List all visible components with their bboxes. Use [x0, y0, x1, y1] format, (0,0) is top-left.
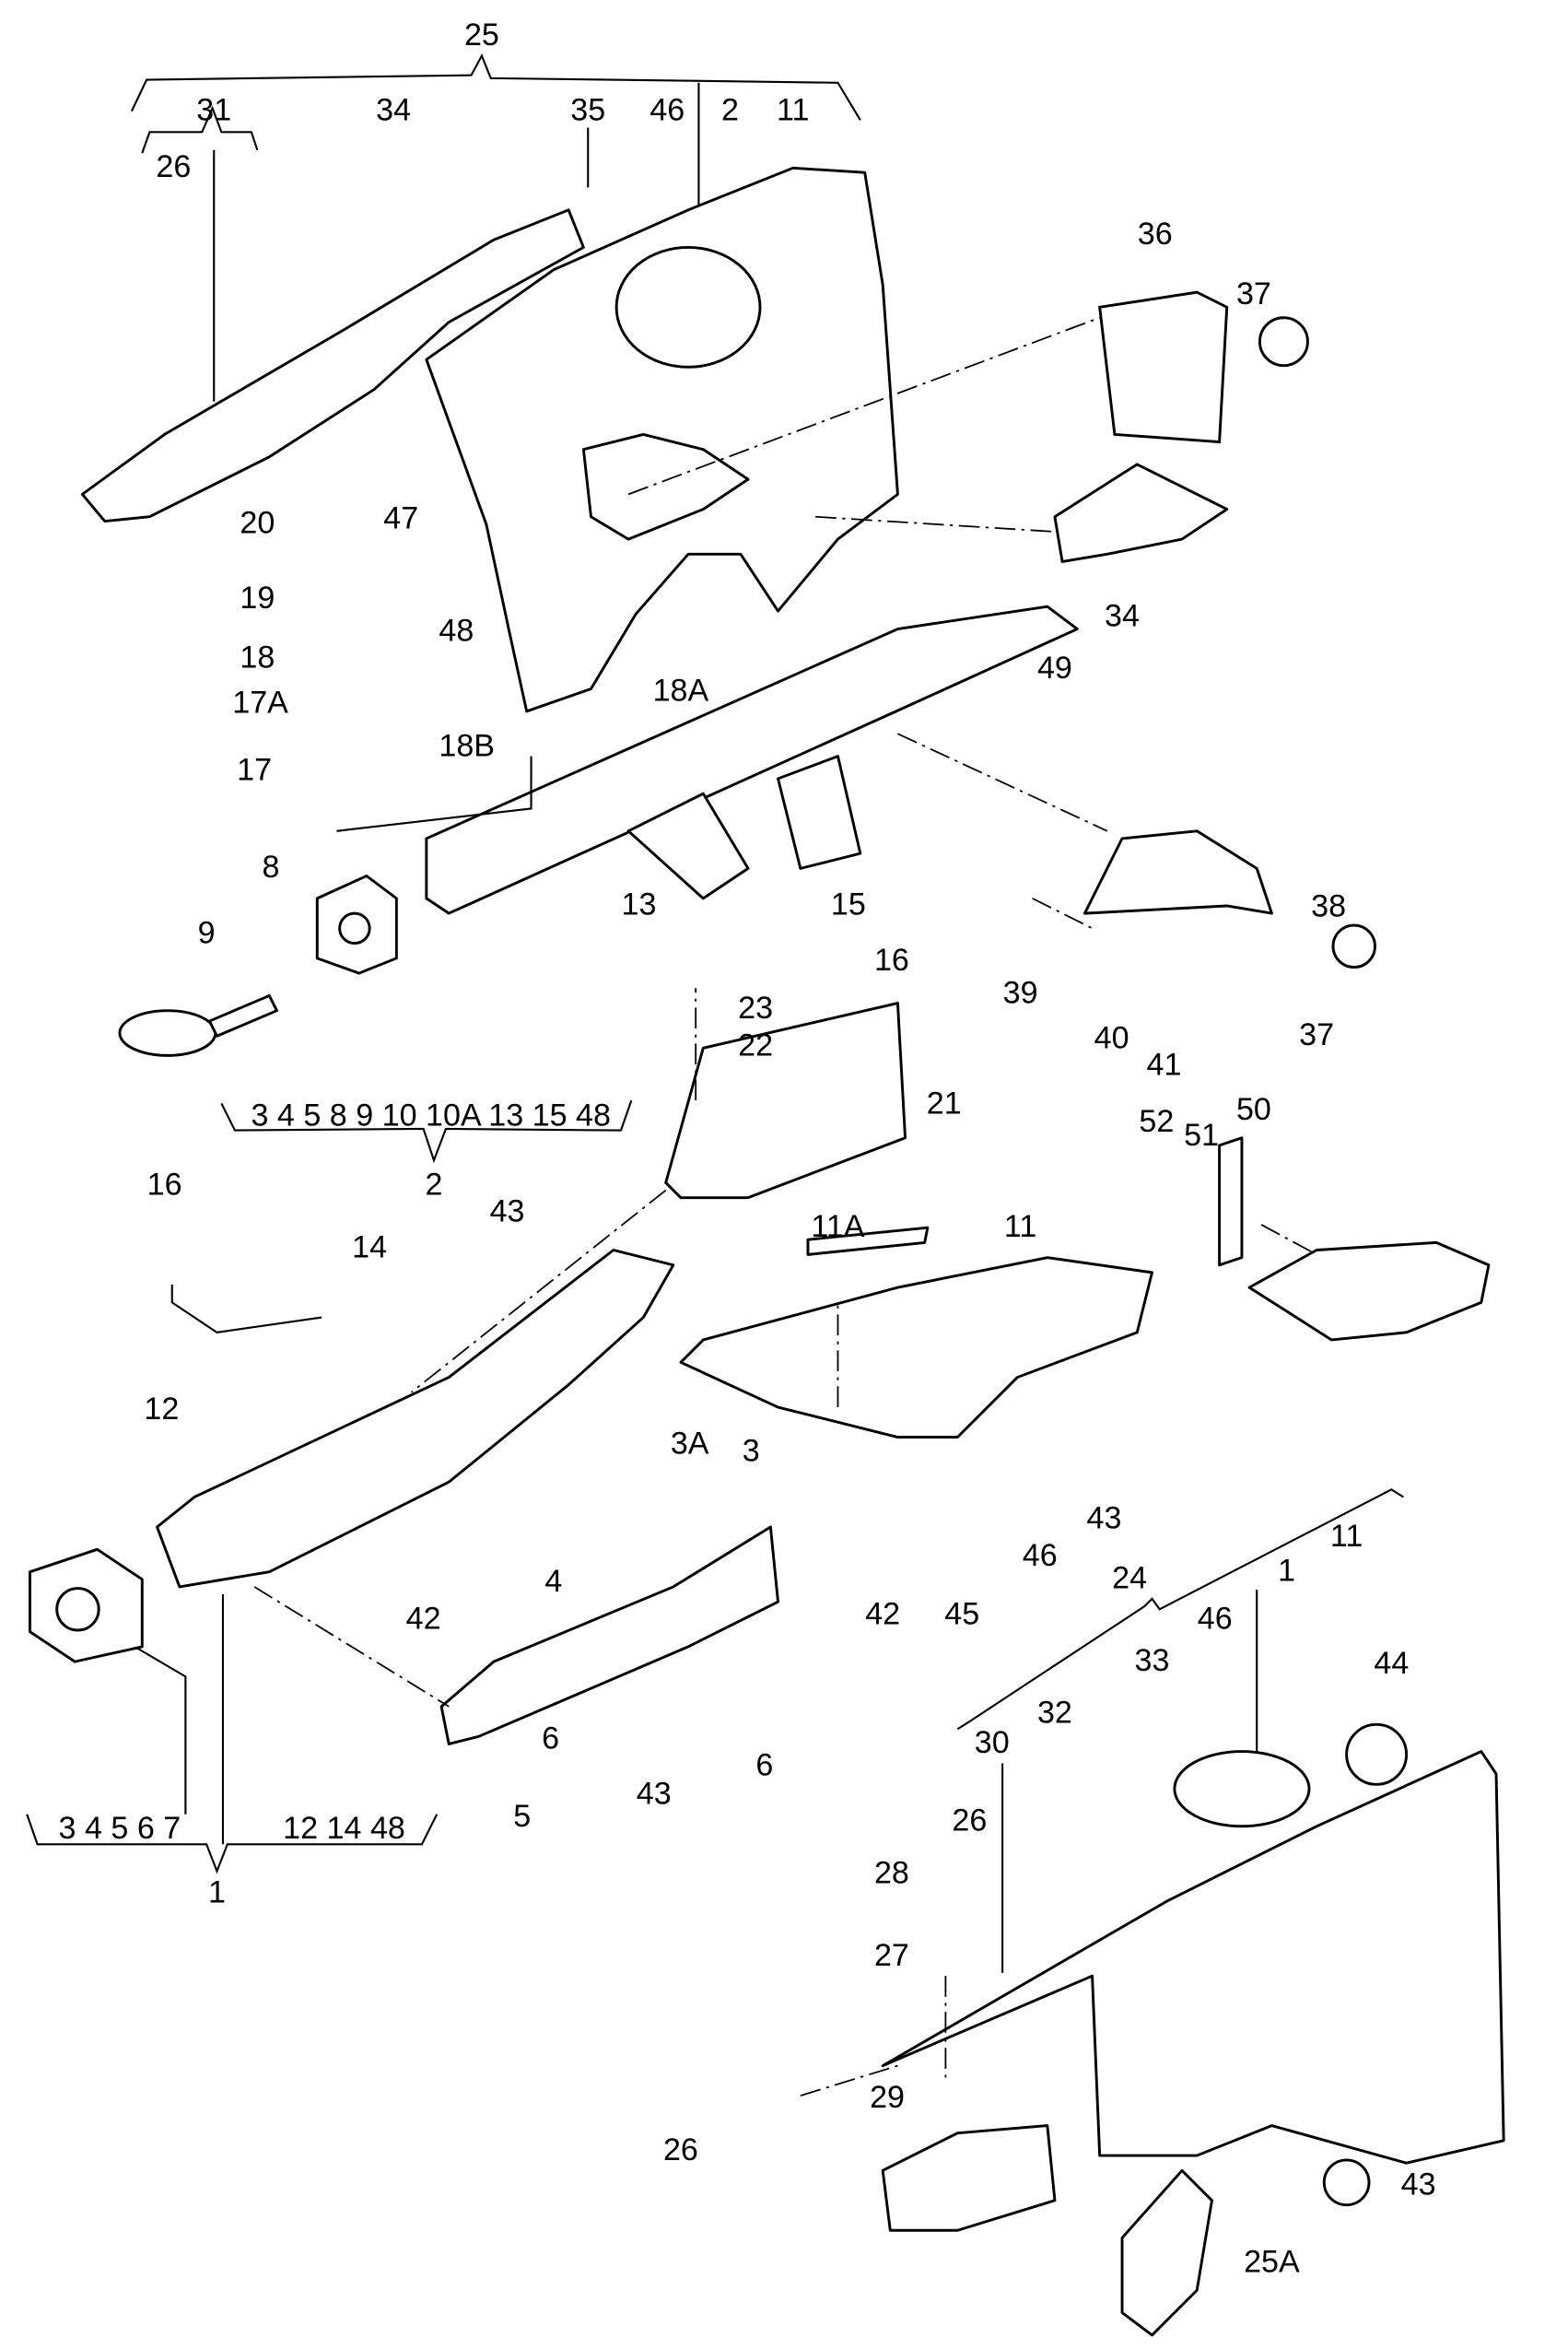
callout-30: 30 [975, 1725, 1010, 1760]
group-2-list: 3 4 5 8 9 10 10A 13 15 48 [251, 1098, 611, 1133]
group-1-list-b: 12 14 48 [283, 1811, 405, 1846]
callout-24: 24 [1112, 1561, 1147, 1596]
callout-11: 11 [777, 92, 809, 127]
callout-25A: 25A [1244, 2245, 1300, 2280]
bracket-group-2 [220, 1099, 633, 1164]
callout-46-group: 46 [1198, 1601, 1233, 1636]
callout-42: 42 [406, 1601, 441, 1636]
callout-19: 19 [240, 581, 275, 616]
part-splash-guard-21 [664, 1002, 907, 1200]
callout-47: 47 [383, 501, 418, 536]
callout-27: 27 [874, 1938, 909, 1973]
callout-6: 6 [542, 1721, 559, 1756]
callout-1: 1 [1278, 1553, 1295, 1588]
callout-12: 12 [144, 1392, 179, 1427]
callout-18: 18 [240, 640, 275, 675]
callout-23: 23 [738, 991, 773, 1026]
callout-17: 17 [237, 753, 272, 788]
part-heat-shield-38 [1082, 829, 1376, 969]
callout-6-right: 6 [755, 1748, 773, 1783]
callout-3: 3 [743, 1434, 760, 1469]
callout-37: 37 [1236, 276, 1271, 311]
callout-38: 38 [1311, 888, 1346, 923]
callout-11-floor: 11 [1004, 1209, 1036, 1244]
callout-46-lower: 46 [1023, 1538, 1058, 1573]
callout-1-group: 1 [208, 1875, 226, 1910]
callout-31: 31 [196, 92, 231, 127]
callout-35: 35 [570, 92, 605, 127]
part-cross-member-upper [425, 605, 1079, 915]
callout-labels: 25 31 34 35 46 2 11 26 36 37 20 47 19 48… [59, 18, 1436, 2280]
part-side-member-lower [156, 1249, 675, 1589]
callout-32: 32 [1037, 1696, 1072, 1731]
callout-26: 26 [156, 149, 191, 184]
part-reinforcement-6 [439, 1525, 779, 1745]
callout-20: 20 [240, 506, 275, 541]
callout-33: 33 [1135, 1643, 1170, 1678]
callout-14: 14 [352, 1230, 387, 1265]
callout-5: 5 [513, 1799, 531, 1834]
callout-13: 13 [621, 887, 656, 922]
part-bracket-34 [1053, 463, 1229, 563]
callout-21: 21 [927, 1086, 962, 1122]
callout-18A: 18A [653, 673, 709, 708]
callout-2-group: 2 [425, 1167, 442, 1202]
callout-41: 41 [1147, 1048, 1182, 1083]
callout-15: 15 [831, 887, 866, 922]
callout-40: 40 [1094, 1020, 1129, 1055]
callout-48: 48 [439, 614, 474, 649]
bracket-group-1 [26, 1594, 439, 1874]
callout-11A: 11A [811, 1209, 864, 1244]
callout-51: 51 [1184, 1118, 1219, 1153]
bracket-group-24 [956, 1488, 1404, 1973]
callout-28: 28 [874, 1855, 909, 1890]
callout-4: 4 [544, 1564, 562, 1599]
callout-43-lower: 43 [637, 1776, 672, 1811]
callout-18B: 18B [439, 729, 495, 764]
part-wheel-housing-front-upper [425, 166, 899, 713]
group-1-list-a: 3 4 5 6 7 [59, 1811, 181, 1846]
callout-49: 49 [1037, 651, 1072, 686]
callout-43-bottom: 43 [1401, 2167, 1436, 2202]
callout-34-lower: 34 [1105, 598, 1140, 633]
part-bracket-50 [1218, 1136, 1491, 1342]
callout-42-right: 42 [865, 1597, 900, 1632]
callout-3A: 3A [671, 1426, 709, 1461]
callout-37-lower: 37 [1299, 1017, 1334, 1052]
part-buffer-7 [29, 1547, 144, 1663]
callout-52: 52 [1139, 1104, 1174, 1139]
callout-39: 39 [1003, 976, 1038, 1011]
callout-16-lower: 16 [147, 1167, 182, 1202]
callout-34: 34 [376, 92, 411, 127]
part-insulation-36 [1098, 290, 1309, 444]
callout-26-lower: 26 [952, 1803, 987, 1838]
callout-43-right: 43 [1087, 1501, 1122, 1536]
callout-46: 46 [649, 92, 685, 127]
callout-17A: 17A [232, 685, 288, 720]
callout-22: 22 [738, 1028, 773, 1063]
callout-45: 45 [944, 1597, 979, 1632]
callout-43: 43 [490, 1194, 525, 1229]
callout-50: 50 [1236, 1092, 1271, 1127]
callout-26-bottom: 26 [663, 2132, 698, 2167]
callout-44: 44 [1374, 1646, 1409, 1681]
callout-36: 36 [1138, 217, 1173, 252]
callout-29: 29 [870, 2080, 905, 2115]
part-wheel-housing-front-lower [881, 1722, 1505, 2337]
callout-8: 8 [262, 850, 279, 885]
callout-11-group: 11 [1330, 1519, 1363, 1554]
part-towing-eye-9 [118, 993, 278, 1057]
part-floor-11 [679, 1226, 1153, 1439]
callout-9: 9 [198, 916, 216, 951]
callout-25: 25 [464, 18, 499, 53]
leader-lines [170, 316, 1317, 2096]
part-reinforcement-8 [315, 875, 398, 975]
callout-16: 16 [874, 943, 909, 978]
part-side-member-upper-left [80, 208, 585, 523]
callout-2: 2 [721, 92, 739, 127]
